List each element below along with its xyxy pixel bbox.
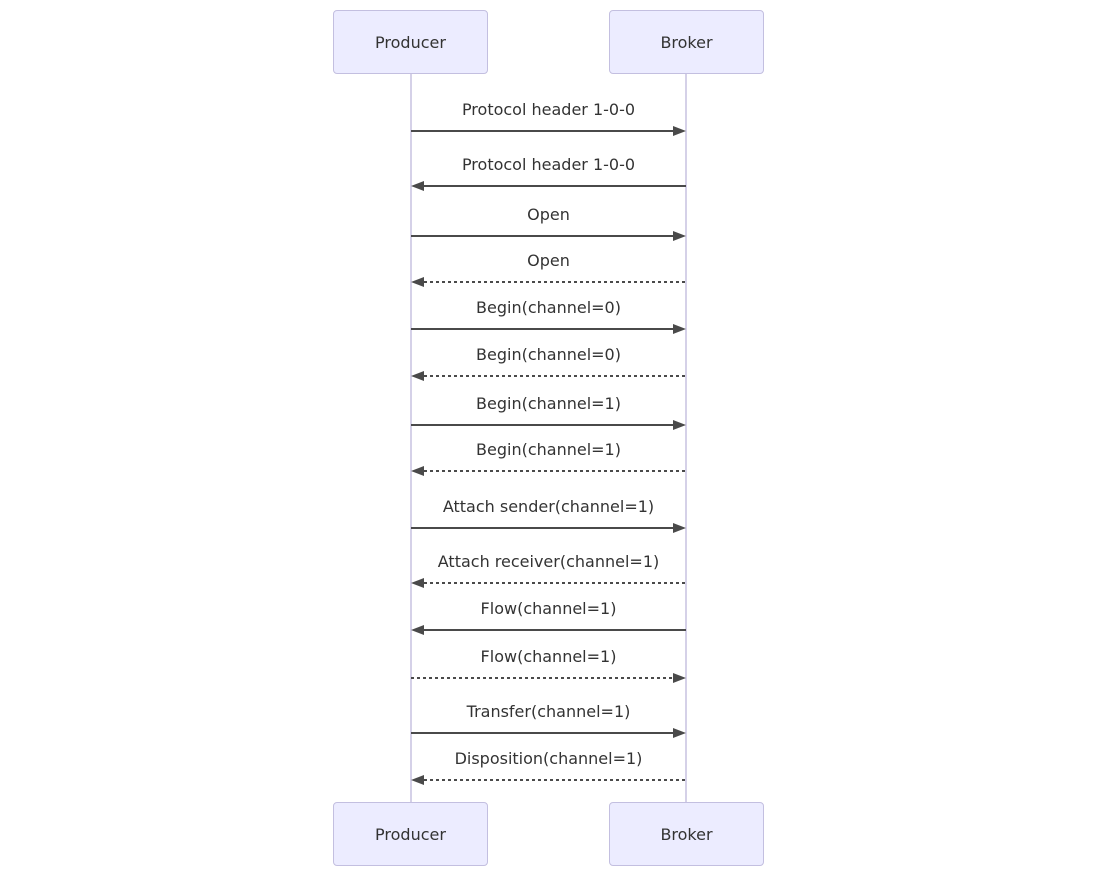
message-label: Flow(channel=1): [480, 599, 617, 618]
message-line: [411, 527, 673, 529]
message-label: Open: [527, 205, 570, 224]
message-label: Protocol header 1-0-0: [461, 100, 636, 119]
lifeline-producer: [410, 74, 412, 804]
message-line: [424, 185, 686, 187]
actor-box-producer-bottom: Producer: [333, 802, 488, 866]
actor-box-broker-bottom: Broker: [609, 802, 764, 866]
message-line: [424, 629, 686, 631]
message-line: [424, 582, 686, 584]
message-arrowhead: [673, 673, 686, 683]
message-label: Transfer(channel=1): [466, 702, 631, 721]
message-label: Flow(channel=1): [480, 647, 617, 666]
message-arrowhead: [411, 775, 424, 785]
message-label: Attach receiver(channel=1): [437, 552, 660, 571]
message-line: [411, 424, 673, 426]
message-line: [424, 281, 686, 283]
message-arrowhead: [673, 523, 686, 533]
message-line: [424, 779, 686, 781]
message-label: Begin(channel=0): [476, 298, 621, 317]
message-arrowhead: [411, 181, 424, 191]
message-line: [411, 130, 673, 132]
actor-label-broker: Broker: [660, 824, 713, 844]
actor-label-broker: Broker: [660, 32, 713, 52]
message-label: Disposition(channel=1): [454, 749, 643, 768]
message-label: Open: [527, 251, 570, 270]
actor-label-producer: Producer: [375, 32, 446, 52]
message-arrowhead: [673, 324, 686, 334]
actor-box-broker-top: Broker: [609, 10, 764, 74]
actor-label-producer: Producer: [375, 824, 446, 844]
actor-box-producer-top: Producer: [333, 10, 488, 74]
message-arrowhead: [411, 371, 424, 381]
message-label: Protocol header 1-0-0: [461, 155, 636, 174]
message-arrowhead: [411, 578, 424, 588]
message-label: Begin(channel=0): [476, 345, 621, 364]
message-line: [411, 328, 673, 330]
lifeline-broker: [685, 74, 687, 804]
message-line: [424, 470, 686, 472]
message-arrowhead: [673, 420, 686, 430]
message-arrowhead: [411, 277, 424, 287]
message-line: [411, 677, 673, 679]
message-arrowhead: [673, 728, 686, 738]
message-label: Attach sender(channel=1): [442, 497, 655, 516]
message-line: [424, 375, 686, 377]
message-label: Begin(channel=1): [476, 394, 621, 413]
message-arrowhead: [673, 231, 686, 241]
message-arrowhead: [411, 466, 424, 476]
message-label: Begin(channel=1): [476, 440, 621, 459]
message-arrowhead: [411, 625, 424, 635]
message-line: [411, 235, 673, 237]
message-arrowhead: [673, 126, 686, 136]
message-line: [411, 732, 673, 734]
